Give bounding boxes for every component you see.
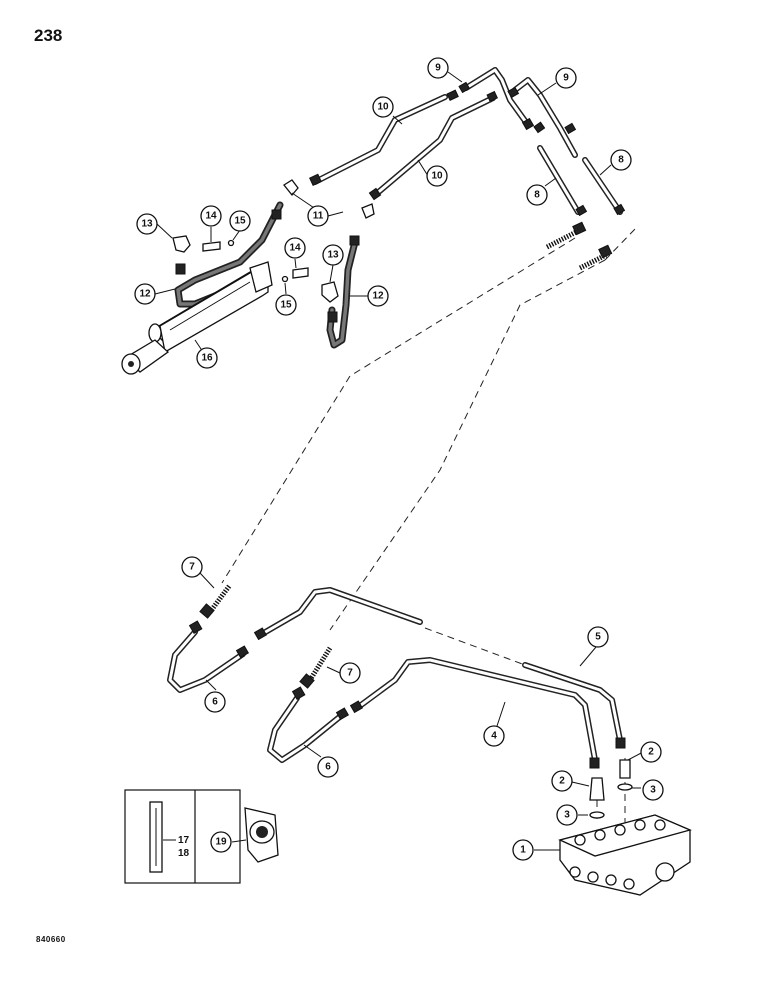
page-number: 238: [34, 26, 63, 45]
svg-text:13: 13: [141, 219, 153, 230]
threaded-fitting-upper-a: [545, 227, 582, 250]
lower-fittings: [188, 620, 626, 769]
callout-15a: 15: [229, 210, 251, 232]
svg-text:14: 14: [205, 211, 217, 222]
svg-text:15: 15: [280, 300, 292, 311]
svg-text:8: 8: [618, 155, 624, 166]
callout-14a: 14: [200, 205, 222, 227]
callout-11: 11: [307, 205, 329, 227]
svg-text:19: 19: [215, 837, 227, 848]
callout-9a: 9: [427, 57, 449, 79]
control-valve: [558, 814, 692, 896]
cylinder-hoses: [174, 201, 360, 349]
figure-code: 840660: [36, 935, 66, 944]
svg-text:11: 11: [313, 211, 324, 222]
callout-1: 1: [512, 839, 534, 861]
svg-text:9: 9: [563, 73, 569, 84]
svg-text:2: 2: [648, 747, 654, 758]
svg-text:6: 6: [325, 762, 331, 773]
svg-text:4: 4: [491, 731, 497, 742]
svg-text:14: 14: [289, 243, 301, 254]
svg-text:8: 8: [534, 190, 540, 201]
inset-label-18: 18: [178, 848, 190, 859]
callout-8a: 8: [610, 149, 632, 171]
upper-fittings: [283, 81, 626, 219]
svg-text:9: 9: [435, 63, 441, 74]
svg-text:12: 12: [372, 291, 384, 302]
svg-text:10: 10: [431, 171, 443, 182]
svg-text:13: 13: [327, 250, 339, 261]
threaded-fitting-lower-a: [207, 583, 233, 614]
callout-5: 5: [587, 626, 609, 648]
callout-10b: 10: [426, 165, 448, 187]
svg-text:3: 3: [564, 810, 570, 821]
callout-8b: 8: [526, 184, 548, 206]
routing-dashed-lines: [221, 227, 637, 830]
callout-12b: 12: [367, 285, 389, 307]
callout-6b: 6: [317, 756, 339, 778]
svg-text:3: 3: [650, 785, 656, 796]
callout-19: 19: [210, 831, 232, 853]
cylinder-port-fittings: [172, 235, 339, 303]
svg-text:6: 6: [212, 697, 218, 708]
hydraulic-cylinder: [121, 261, 273, 375]
lower-tubes: [167, 587, 623, 763]
svg-text:16: 16: [201, 353, 213, 364]
callout-13b: 13: [322, 244, 344, 266]
inset-label-17: 17: [178, 835, 190, 846]
svg-text:7: 7: [189, 562, 195, 573]
svg-text:15: 15: [234, 216, 246, 227]
callout-9b: 9: [555, 67, 577, 89]
valve-port-adapters: [589, 759, 633, 819]
callout-15b: 15: [275, 294, 297, 316]
inset-box: [124, 789, 279, 884]
svg-text:2: 2: [559, 776, 565, 787]
callout-6a: 6: [204, 691, 226, 713]
callout-3b: 3: [556, 804, 578, 826]
svg-text:5: 5: [595, 632, 601, 643]
callout-7a: 7: [181, 556, 203, 578]
callout-16: 16: [196, 347, 218, 369]
callout-10a: 10: [372, 96, 394, 118]
threaded-fitting-lower-b: [307, 646, 333, 682]
callout-13a: 13: [136, 213, 158, 235]
callout-2a: 2: [640, 741, 662, 763]
svg-text:1: 1: [520, 845, 526, 856]
leader-lines: [154, 71, 644, 851]
svg-text:12: 12: [139, 289, 151, 300]
callout-3a: 3: [642, 779, 664, 801]
callout-4: 4: [483, 725, 505, 747]
callout-14b: 14: [284, 237, 306, 259]
svg-text:7: 7: [347, 668, 353, 679]
callout-7b: 7: [339, 662, 361, 684]
svg-text:10: 10: [377, 102, 389, 113]
threaded-fitting-upper-b: [578, 252, 608, 271]
upper-tubes: [312, 67, 623, 215]
callout-2b: 2: [551, 770, 573, 792]
callout-12a: 12: [134, 283, 156, 305]
